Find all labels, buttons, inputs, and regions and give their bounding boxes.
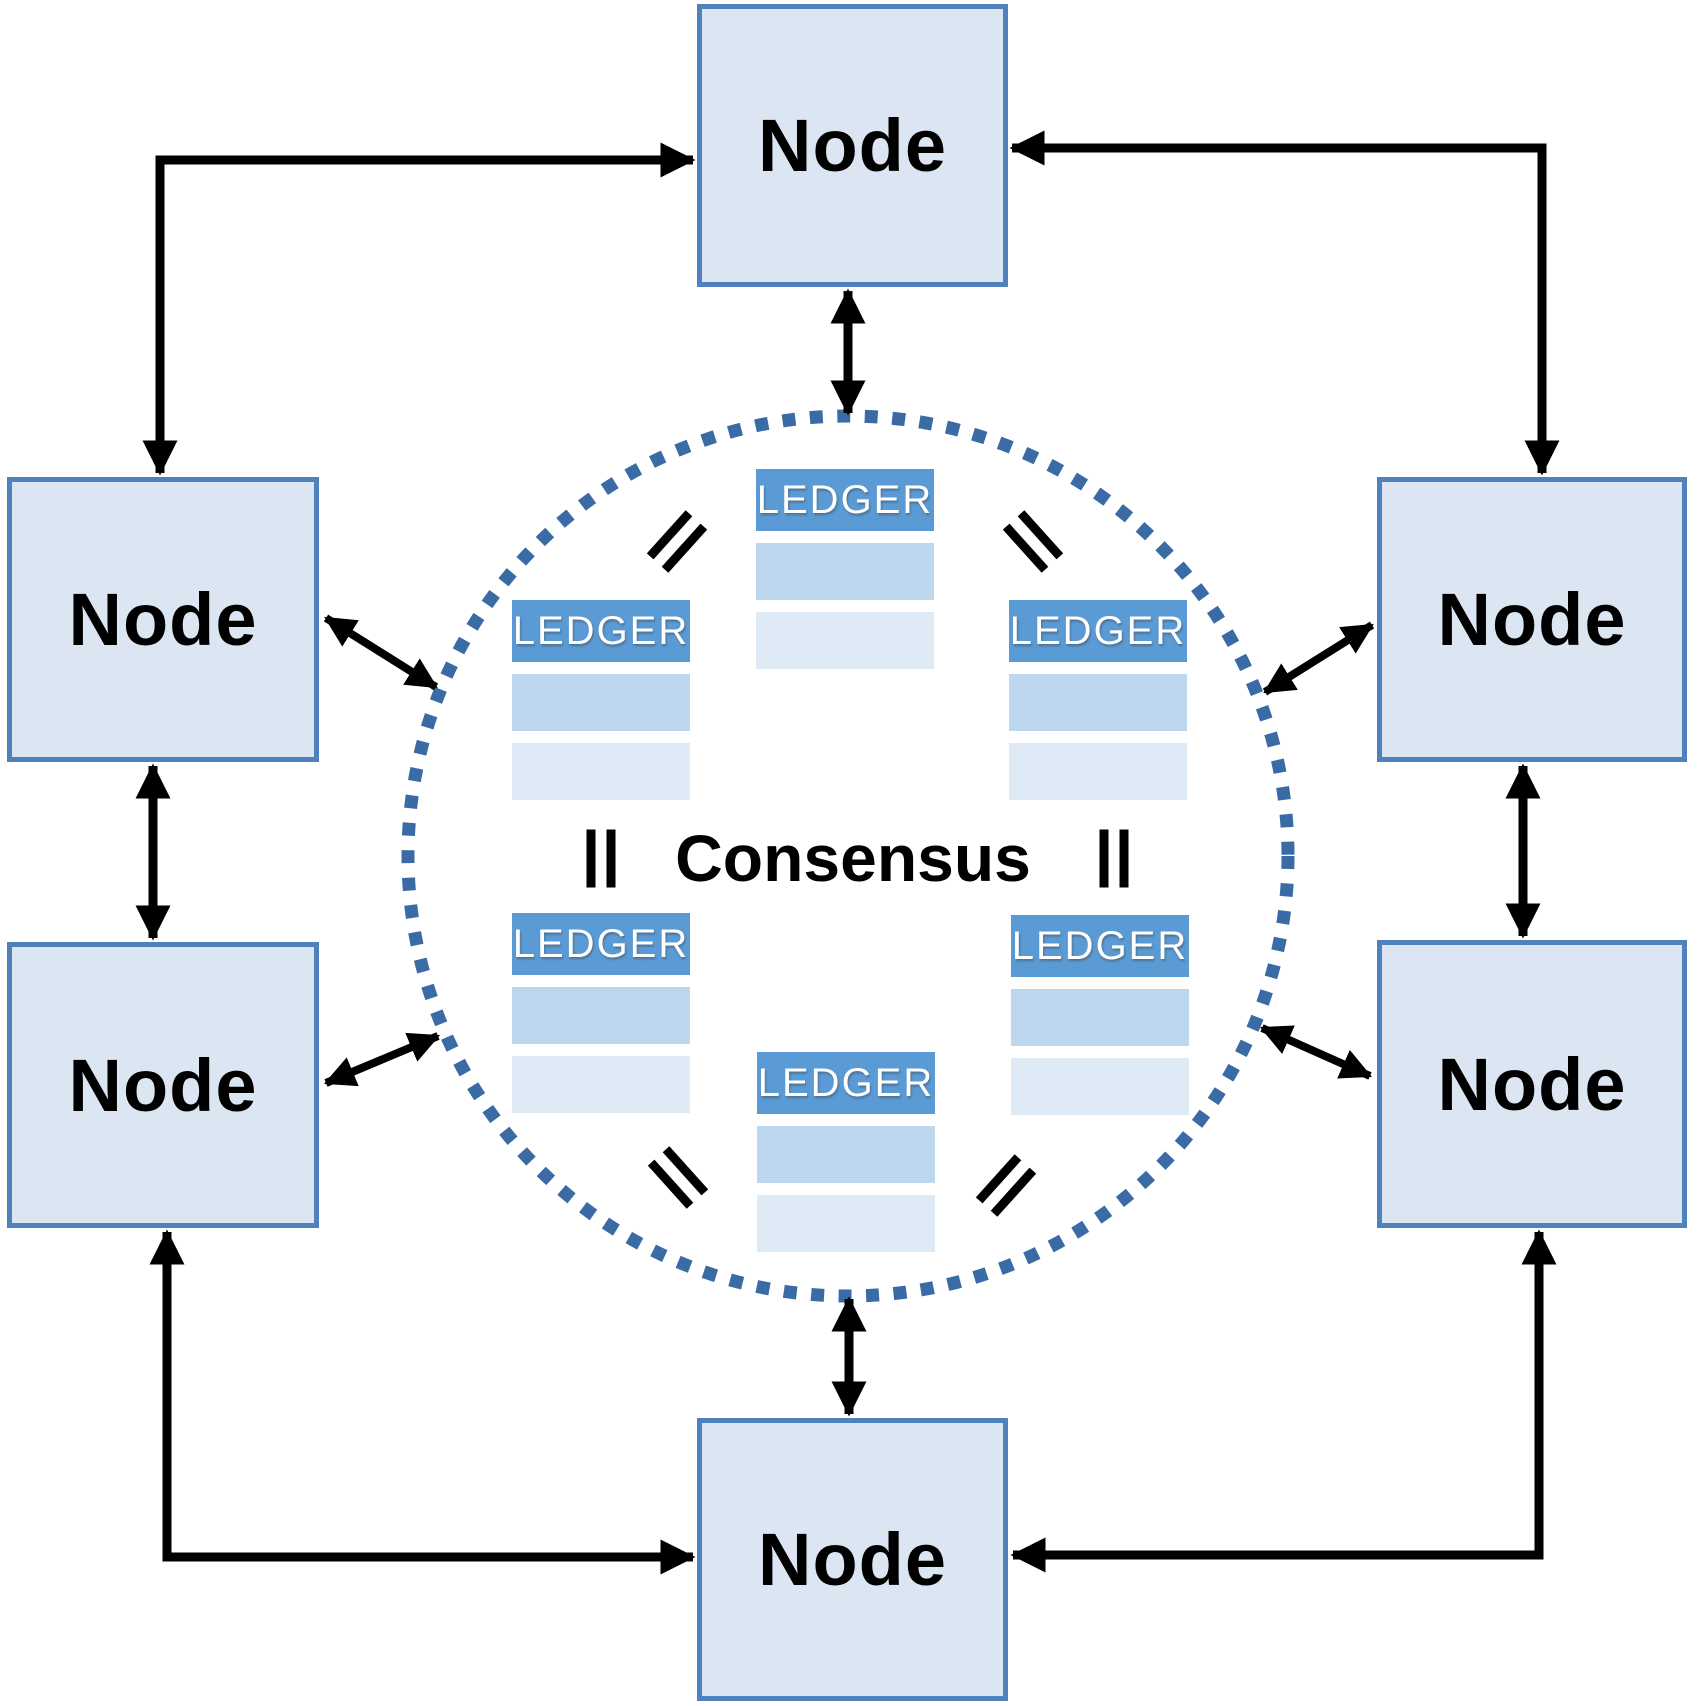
ledger-header: LEDGER xyxy=(756,469,934,531)
ledger-table-upper-right: LEDGER xyxy=(1009,600,1187,812)
ledger-row xyxy=(512,1056,690,1113)
arrow-top-right-elbow xyxy=(1009,130,1560,476)
node-label: Node xyxy=(1437,1042,1627,1126)
node-label: Node xyxy=(758,1518,947,1601)
arrow-upper-right-node-circle xyxy=(1262,621,1375,696)
node-bottom: Node xyxy=(697,1418,1008,1701)
equals-bar xyxy=(586,829,596,888)
ledger-table-lower-right: LEDGER xyxy=(1011,915,1189,1127)
equals-mark-top-right xyxy=(1002,510,1064,573)
node-lower-right: Node xyxy=(1377,940,1687,1228)
arrow-lower-right-node-circle xyxy=(1260,1024,1372,1080)
node-label: Node xyxy=(758,104,947,187)
ledger-header: LEDGER xyxy=(512,600,690,662)
ledger-row xyxy=(512,743,690,800)
node-top: Node xyxy=(697,4,1008,287)
ledger-table-top: LEDGER xyxy=(756,469,934,681)
arrow-top-left-elbow xyxy=(142,142,696,476)
arrow-bottom-left-elbow xyxy=(149,1229,696,1575)
ledger-row xyxy=(512,987,690,1044)
node-label: Node xyxy=(68,578,258,661)
equals-mark-middle-right xyxy=(1099,829,1129,888)
equals-mark-middle-left xyxy=(586,829,616,888)
ledger-table-bottom: LEDGER xyxy=(757,1052,935,1264)
node-label: Node xyxy=(68,1043,258,1127)
equals-mark-top-left xyxy=(646,510,708,573)
node-upper-right: Node xyxy=(1377,477,1687,762)
arrow-upper-left-node-circle xyxy=(323,614,439,691)
ledger-row xyxy=(757,1195,935,1252)
ledger-header: LEDGER xyxy=(1009,600,1187,662)
ledger-row xyxy=(1011,989,1189,1046)
ledger-row xyxy=(1009,674,1187,731)
equals-bar xyxy=(1099,829,1109,888)
ledger-row xyxy=(1011,1058,1189,1115)
ledger-table-upper-left: LEDGER xyxy=(512,600,690,812)
arrow-lower-left-node-circle xyxy=(323,1032,441,1087)
ledger-row xyxy=(756,612,934,669)
ledger-row xyxy=(1009,743,1187,800)
ledger-row xyxy=(512,674,690,731)
ledger-header: LEDGER xyxy=(512,913,690,975)
ledger-table-lower-left: LEDGER xyxy=(512,913,690,1125)
ledger-row xyxy=(757,1126,935,1183)
consensus-label: Consensus xyxy=(675,821,1031,895)
equals-mark-bottom-right xyxy=(975,1154,1037,1217)
ledger-row xyxy=(756,543,934,600)
node-lower-left: Node xyxy=(7,942,319,1228)
ledger-header: LEDGER xyxy=(757,1052,935,1114)
equals-mark-bottom-left xyxy=(647,1146,709,1209)
equals-bar xyxy=(1119,829,1129,888)
node-upper-left: Node xyxy=(7,477,319,762)
arrow-bottom-right-elbow xyxy=(1010,1229,1557,1573)
equals-bar xyxy=(606,829,616,888)
ledger-header: LEDGER xyxy=(1011,915,1189,977)
node-label: Node xyxy=(1437,578,1627,661)
